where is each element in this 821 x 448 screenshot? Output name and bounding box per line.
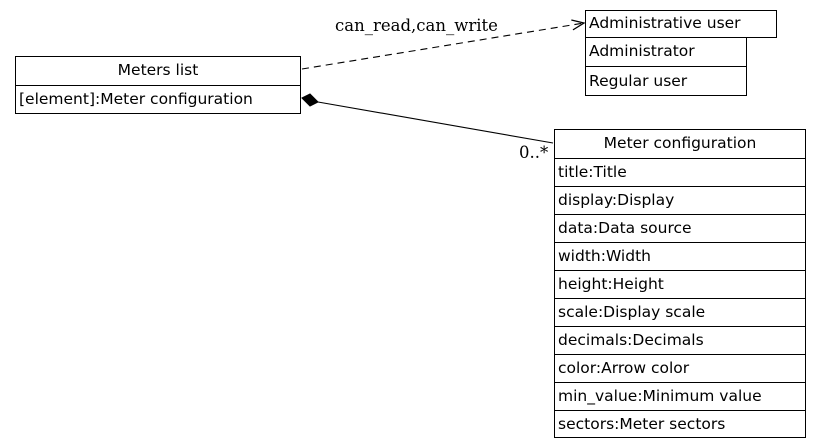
meter-field: data:Data source (555, 214, 805, 242)
meter-field: min_value:Minimum value (555, 382, 805, 410)
meter-field: sectors:Meter sectors (555, 410, 805, 437)
user-type-regular: Regular user (586, 66, 746, 95)
administrative-user-class[interactable]: Administrative user (585, 10, 777, 38)
meter-field: width:Width (555, 242, 805, 270)
composition-edge (317, 101, 554, 144)
user-subtypes[interactable]: Administrator Regular user (585, 37, 747, 96)
administrative-user-title: Administrative user (589, 14, 741, 32)
composition-diamond-icon (301, 93, 319, 107)
meter-field: title:Title (555, 158, 805, 186)
meter-field: display:Display (555, 186, 805, 214)
meter-field: height:Height (555, 270, 805, 298)
meter-field: scale:Display scale (555, 298, 805, 326)
meter-configuration-class[interactable]: Meter configuration title:Title display:… (554, 129, 806, 438)
meter-field: color:Arrow color (555, 354, 805, 382)
permission-edge-label: can_read,can_write (335, 16, 498, 35)
meter-field: decimals:Decimals (555, 326, 805, 354)
user-type-administrator: Administrator (589, 42, 695, 60)
meters-list-title: Meters list (117, 61, 199, 79)
meters-list-field: [element]:Meter configuration (16, 85, 300, 113)
meter-configuration-title: Meter configuration (603, 134, 757, 152)
multiplicity-label: 0..* (519, 143, 548, 162)
meters-list-class[interactable]: Meters list [element]:Meter configuratio… (15, 56, 301, 114)
